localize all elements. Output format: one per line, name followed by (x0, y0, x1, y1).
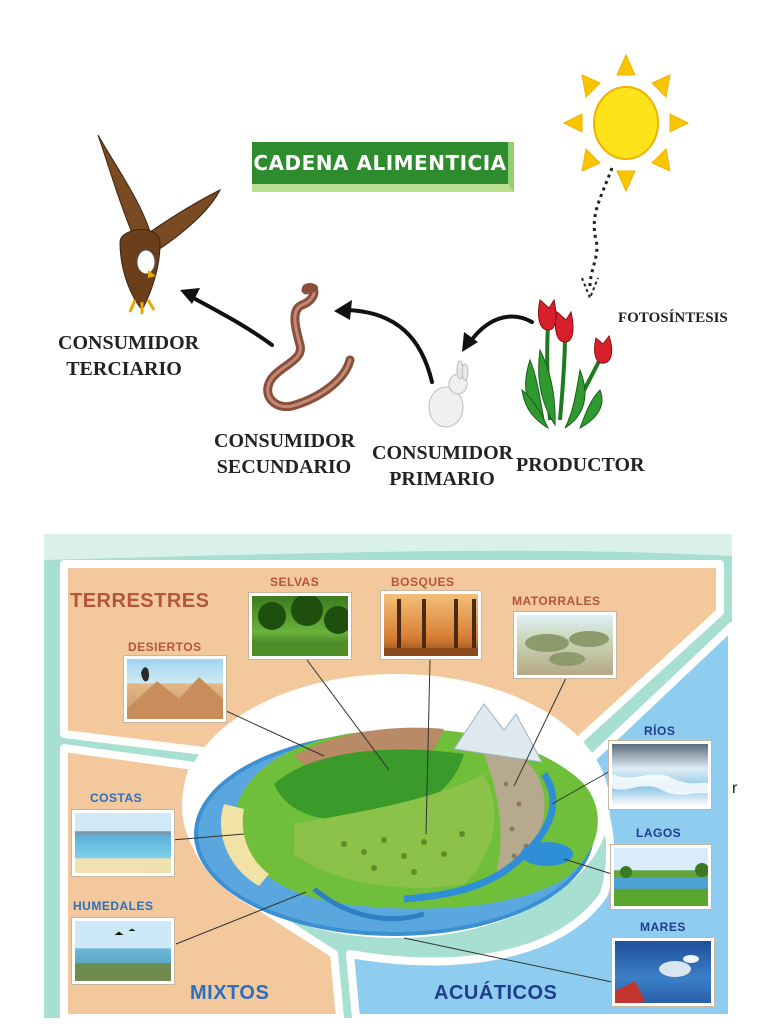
rios-image (609, 741, 711, 809)
desiertos-image (124, 656, 226, 722)
forest-icon (384, 599, 478, 656)
acuaticos-label: ACUÁTICOS (434, 982, 558, 1004)
mares-label: MARES (640, 920, 686, 934)
wetland-icon (114, 928, 136, 936)
jungle-icon (252, 596, 348, 656)
selvas-image (249, 593, 351, 659)
photosynthesis-label: FOTOSÍNTESIS (618, 310, 728, 326)
food-chain-art (97, 53, 690, 430)
food-chain-title: CADENA ALIMENTICIA (252, 142, 514, 192)
stray-character: r (732, 780, 738, 797)
sea-icon (615, 955, 699, 1003)
label-consumidor-secundario: CONSUMIDOR SECUNDARIO (214, 428, 356, 480)
matorrales-label: MATORRALES (512, 594, 601, 608)
desiertos-label: DESIERTOS (128, 640, 202, 654)
mixtos-label: MIXTOS (190, 982, 270, 1004)
label-line-1: CONSUMIDOR (214, 430, 356, 452)
coast-icon (139, 858, 171, 873)
costas-label: COSTAS (90, 791, 143, 805)
lagos-image (611, 845, 711, 909)
ecosystems-diagram: TERRESTRES MIXTOS ACUÁTICOS SELVAS BOSQU… (44, 534, 732, 1018)
humedales-image (72, 918, 174, 984)
tulips-icon (521, 298, 613, 430)
costas-image (72, 810, 174, 876)
bosques-label: BOSQUES (391, 575, 455, 589)
mares-image (612, 938, 714, 1006)
label-line-2: TERCIARIO (66, 358, 182, 380)
label-line-1: CONSUMIDOR (58, 332, 200, 354)
label-line-1: CONSUMIDOR (372, 442, 514, 464)
bosques-image (381, 591, 481, 659)
label-productor: PRODUCTOR (516, 454, 645, 476)
lagos-label: LAGOS (636, 826, 682, 840)
selvas-label: SELVAS (270, 575, 320, 589)
label-line-2: SECUNDARIO (216, 456, 352, 478)
desert-icon (127, 667, 223, 719)
food-chain-diagram: CADENA ALIMENTICIA (58, 53, 728, 492)
lake-icon (620, 863, 708, 878)
sun-icon (562, 53, 690, 193)
scrubland-icon (525, 631, 609, 666)
terrestres-label: TERRESTRES (70, 590, 210, 612)
snake-icon (263, 283, 355, 412)
label-line-2: PRIMARIO (389, 468, 495, 490)
label-consumidor-primario: CONSUMIDOR PRIMARIO (372, 440, 514, 492)
rios-label: RÍOS (644, 724, 676, 738)
rabbit-icon (428, 360, 469, 428)
river-icon (612, 774, 708, 795)
label-consumidor-terciario: CONSUMIDOR TERCIARIO (58, 330, 200, 382)
humedales-label: HUMEDALES (73, 899, 154, 913)
eagle-icon (97, 134, 222, 314)
matorrales-image (514, 612, 616, 678)
